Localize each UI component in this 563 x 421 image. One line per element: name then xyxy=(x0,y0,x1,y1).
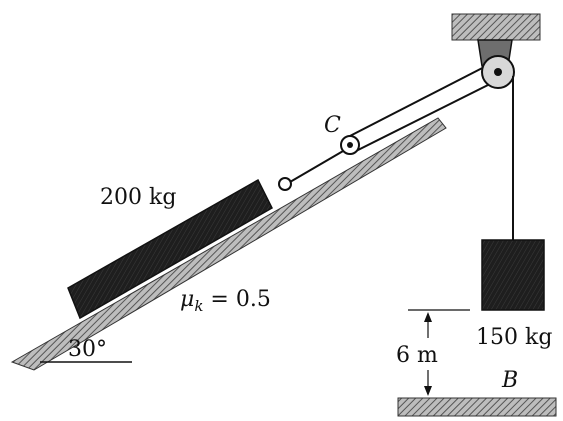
label-angle: 30° xyxy=(68,337,107,362)
label-friction: μk = 0.5 xyxy=(180,287,271,315)
label-drop-height: 6 m xyxy=(396,343,438,368)
cable-return-strand xyxy=(353,79,499,153)
arrowhead-up-icon xyxy=(424,312,432,322)
label-weight-mass: 150 kg xyxy=(476,325,552,350)
label-block-mass: 200 kg xyxy=(100,185,176,210)
weight-150kg xyxy=(481,239,545,311)
block-200kg xyxy=(67,178,273,320)
label-point-c: C xyxy=(324,113,341,138)
ceiling-support xyxy=(451,13,541,41)
label-point-b: B xyxy=(501,368,518,393)
fixed-pulley-axle xyxy=(494,68,502,76)
cable-upper-strand xyxy=(345,61,495,139)
friction-subscript: k xyxy=(194,297,203,315)
cable-lower-strand xyxy=(289,146,351,183)
inclined-plane xyxy=(10,117,447,371)
pulley-c-axle xyxy=(347,142,353,148)
friction-symbol: μ xyxy=(180,287,194,312)
floor-b xyxy=(397,397,557,417)
friction-value: = 0.5 xyxy=(203,287,270,312)
arrowhead-down-icon xyxy=(424,386,432,396)
hook-icon xyxy=(278,177,292,191)
